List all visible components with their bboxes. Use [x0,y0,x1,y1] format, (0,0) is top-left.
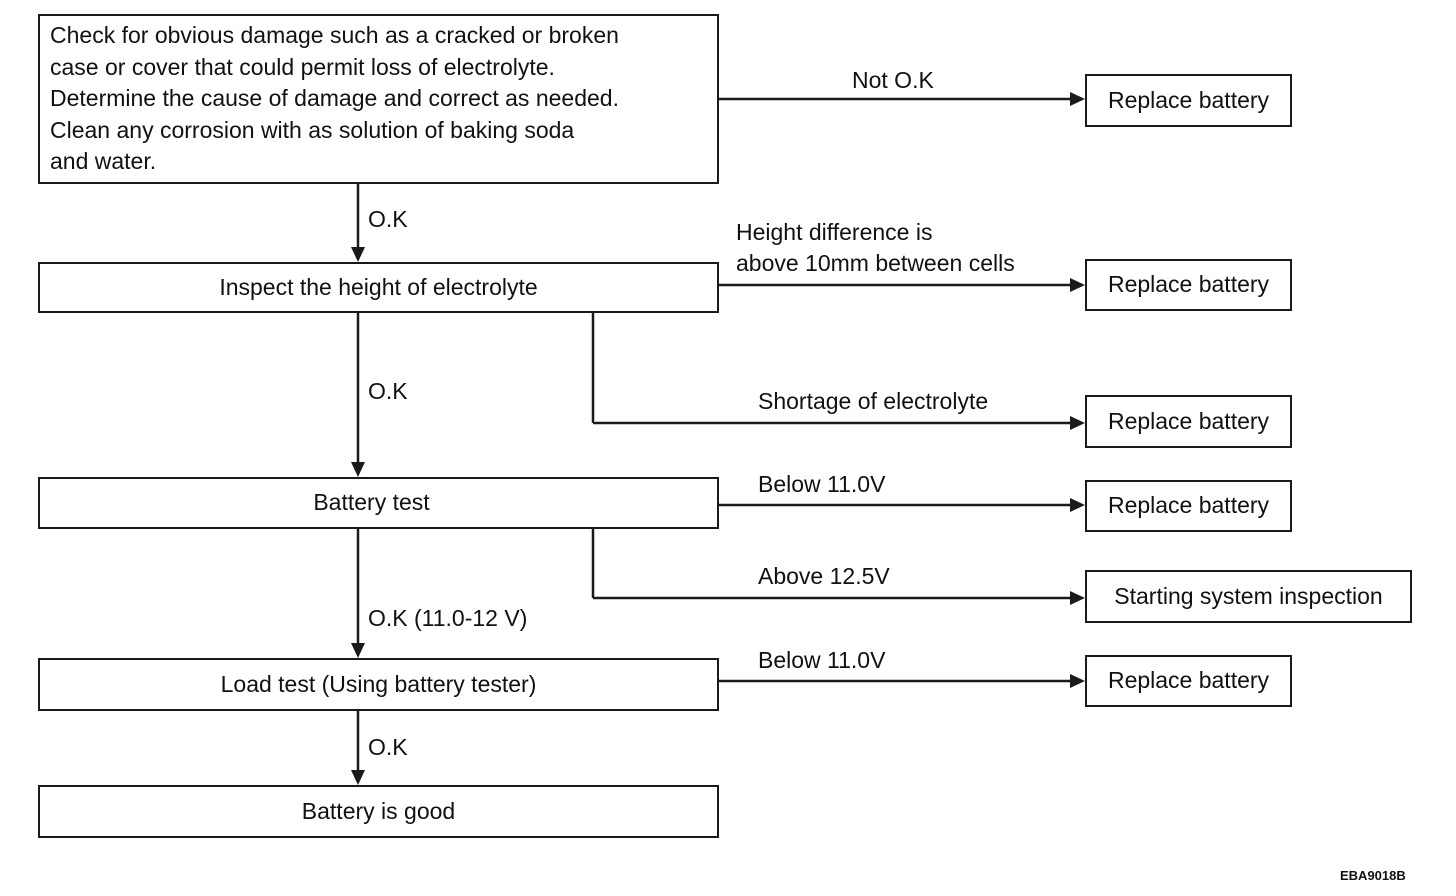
battery-test-box: Battery test [38,477,719,529]
label-above: Above 12.5V [758,563,890,589]
battery-test-text: Battery test [313,489,430,516]
replace-battery-box-4: Replace battery [1085,480,1292,532]
figure-code: EBA9018B [1340,868,1406,883]
replace-battery-text-1: Replace battery [1107,86,1270,113]
inspect-damage-box: Check for obvious damage such as a crack… [38,14,719,184]
arrowhead-above [1070,591,1085,605]
arrowhead-height-to-battery-test [351,462,365,477]
arrowhead-load-test-to-good [351,770,365,785]
arrowhead-below-2 [1070,674,1085,688]
replace-battery-box-2: Replace battery [1085,259,1292,311]
arrowhead-damage-to-height [351,247,365,262]
arrowhead-battery-test-to-load-test [351,643,365,658]
replace-battery-box-3: Replace battery [1085,395,1292,448]
arrowhead-not-ok [1070,92,1085,106]
replace-battery-text-5: Replace battery [1107,667,1270,694]
arrowhead-below-1 [1070,498,1085,512]
starting-system-inspection-text: Starting system inspection [1114,582,1383,609]
label-below-2: Below 11.0V [758,647,886,673]
inspect-damage-text: Check for obvious damage such as a crack… [50,22,619,174]
inspect-height-box: Inspect the height of electrolyte [38,262,719,313]
load-test-box: Load test (Using battery tester) [38,658,719,711]
arrowhead-shortage [1070,416,1085,430]
battery-good-text: Battery is good [301,797,456,824]
label-ok-2: O.K [368,378,408,404]
replace-battery-text-2: Replace battery [1107,271,1270,298]
battery-good-box: Battery is good [38,785,719,838]
label-height-difference-line-1: Height difference is [736,219,933,245]
replace-battery-box-5: Replace battery [1085,655,1292,707]
label-ok-range: O.K (11.0-12 V) [368,605,528,631]
label-shortage: Shortage of electrolyte [758,388,989,414]
replace-battery-box-1: Replace battery [1085,74,1292,127]
label-ok-1: O.K [368,206,408,232]
inspect-height-text: Inspect the height of electrolyte [219,273,538,300]
replace-battery-text-4: Replace battery [1107,492,1270,519]
label-height-difference-line-2: above 10mm between cells [736,250,1015,276]
label-below-1: Below 11.0V [758,471,886,497]
replace-battery-text-3: Replace battery [1107,407,1270,434]
arrowhead-height-difference [1070,278,1085,292]
load-test-text: Load test (Using battery tester) [220,670,537,697]
label-ok-3: O.K [368,734,408,760]
label-not-ok: Not O.K [852,67,934,93]
starting-system-inspection-box: Starting system inspection [1085,570,1412,623]
